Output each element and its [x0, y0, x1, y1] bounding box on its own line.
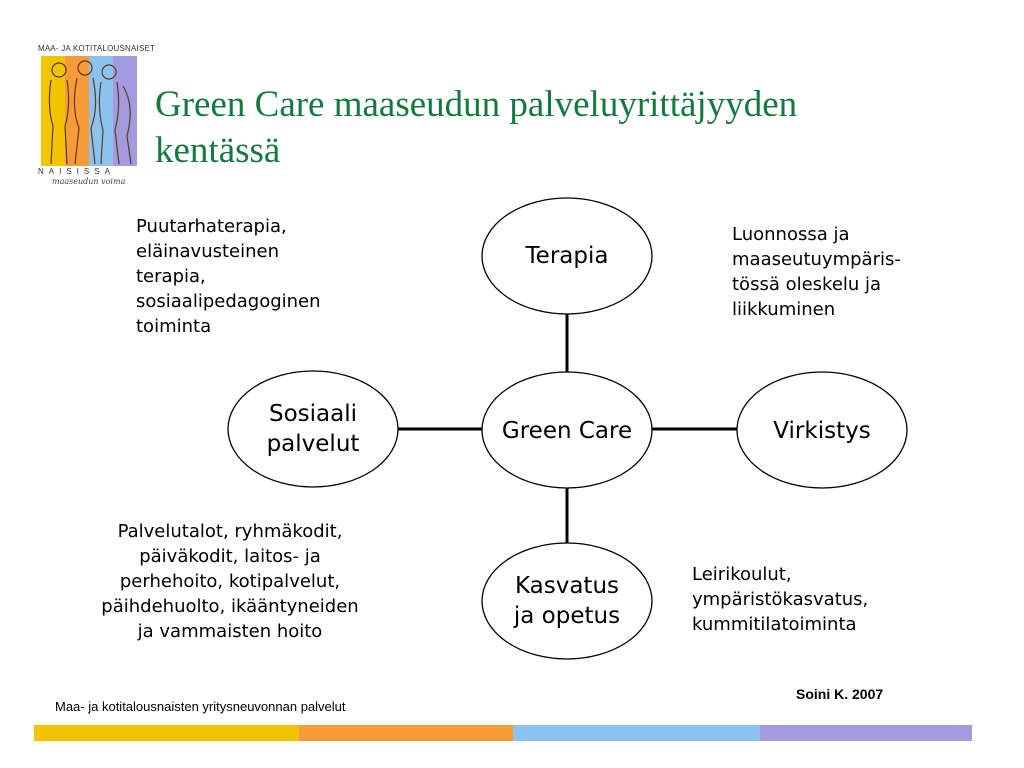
node-green-care-ellipse	[481, 371, 653, 489]
node-green-care: Green Care	[501, 418, 633, 444]
logo-top-text: MAA- JA KOTITALOUSNAISET	[38, 44, 156, 53]
annotation-line: Palvelutalot, ryhmäkodit,	[117, 521, 343, 542]
footer-citation: Soini K. 2007	[796, 686, 884, 702]
node-virkistys-ellipse	[736, 371, 908, 489]
page-title: Green Care maaseudun palveluyrittäjyyden…	[155, 84, 798, 171]
footer-band-blue	[513, 725, 760, 741]
annotation-line: maaseutuympäris-	[732, 249, 901, 270]
node-terapia-ellipse	[481, 197, 653, 315]
annotation-education: Leirikoulut, ympäristökasvatus, kummitil…	[692, 562, 952, 637]
annotation-social: Palvelutalot, ryhmäkodit, päiväkodit, la…	[60, 519, 400, 644]
annotation-line: ja vammaisten hoito	[137, 621, 323, 642]
annotation-line: toiminta	[136, 316, 212, 337]
node-sosiaali-line2: palvelut	[266, 431, 360, 457]
annotation-line: kummitilatoiminta	[692, 614, 857, 635]
logo-script-text: maaseudun voima	[52, 177, 126, 186]
annotation-line: tössä oleskelu ja	[732, 274, 882, 295]
node-kasvatus-line1: Kasvatus	[514, 573, 620, 599]
annotation-therapy: Puutarhaterapia, eläinavusteinen terapia…	[136, 214, 386, 339]
annotation-line: päihdehuolto, ikääntyneiden	[101, 596, 359, 617]
annotation-line: perhehoito, kotipalvelut,	[119, 571, 341, 592]
node-virkistys: Virkistys	[773, 418, 871, 444]
footer-band-purple	[760, 725, 972, 741]
annotation-line: eläinavusteinen	[136, 241, 280, 262]
annotation-line: Puutarhaterapia,	[136, 216, 287, 237]
annotation-line: Luonnossa ja	[732, 224, 850, 245]
node-terapia: Terapia	[525, 243, 609, 269]
node-sosiaali-line1: Sosiaali	[268, 401, 357, 427]
node-sosiaali-ellipse	[227, 370, 399, 488]
node-kasvatus-ellipse	[481, 542, 653, 660]
annotation-recreation: Luonnossa ja maaseutuympäris- tössä oles…	[732, 222, 972, 322]
annotation-line: terapia,	[136, 266, 206, 287]
annotation-line: päiväkodit, laitos- ja	[139, 546, 321, 567]
logo: MAA- JA KOTITALOUSNAISET NAISISSA maaseu…	[38, 44, 156, 188]
node-sosiaali: Sosiaali palvelut	[228, 399, 398, 459]
annotation-line: liikkuminen	[732, 299, 836, 320]
footer-band-orange	[299, 725, 513, 741]
annotation-line: sosiaalipedagoginen	[136, 291, 321, 312]
footer-band-yellow	[34, 725, 299, 741]
node-kasvatus: Kasvatus ja opetus	[482, 571, 652, 631]
annotation-line: ympäristökasvatus,	[692, 589, 869, 610]
node-kasvatus-line2: ja opetus	[513, 603, 621, 629]
logo-bottom-text: NAISISSA	[38, 167, 115, 176]
footer-organization: Maa- ja kotitalousnaisten yritysneuvonna…	[55, 699, 346, 714]
annotation-line: Leirikoulut,	[692, 564, 792, 585]
logo-women-figures	[41, 56, 137, 166]
